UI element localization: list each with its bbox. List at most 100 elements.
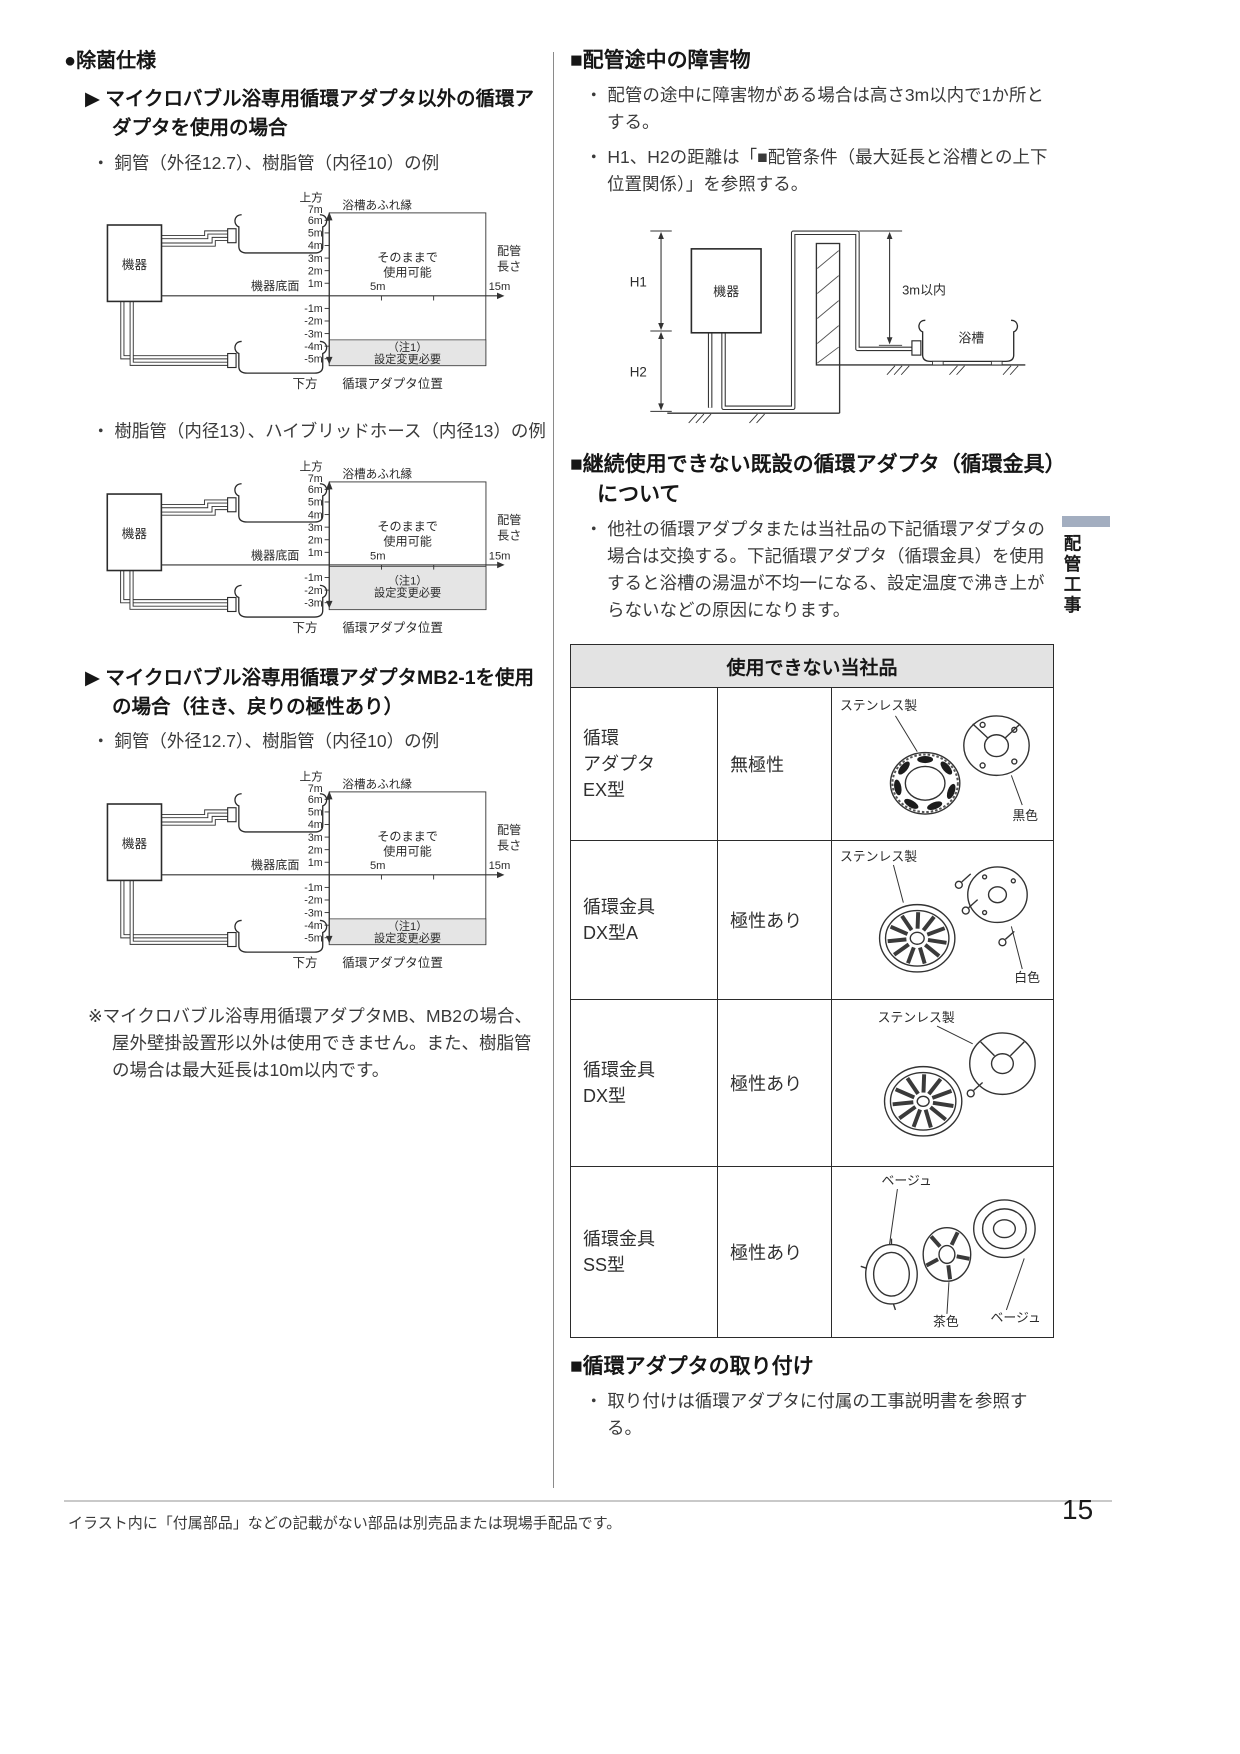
tick-label: -3m xyxy=(304,597,323,609)
lower-pipe-a xyxy=(120,880,231,939)
right-arrow xyxy=(497,561,505,568)
material-label: ステンレス製 xyxy=(839,698,916,713)
tick-label: 6m xyxy=(308,794,323,806)
tick-label: 4m xyxy=(308,819,323,831)
restriction-note: ※マイクロバブル浴専用循環アダプタMB、MB2の場合、屋外壁掛設置形以外は使用で… xyxy=(88,1005,533,1081)
h1-dimension: H1 xyxy=(630,230,672,332)
tick-label: 6m xyxy=(308,484,323,496)
h1-label: H1 xyxy=(630,275,647,290)
lower-pipe-a xyxy=(120,301,231,360)
lower-pipe-b-inner xyxy=(130,301,231,366)
note-line2: 設定変更必要 xyxy=(374,585,441,599)
setting-change-zone xyxy=(328,339,487,367)
ss-grille xyxy=(925,1231,970,1280)
part-name: 循環金具 DX型 xyxy=(569,999,719,1168)
upper-pipe-b-inner xyxy=(161,816,231,825)
device-label: 機器 xyxy=(122,258,148,272)
upper-fitting xyxy=(227,806,237,823)
h2-label: H2 xyxy=(630,365,647,380)
adapter-position-label: 循環アダプタ位置 xyxy=(342,621,443,635)
mounting-section-title: ■循環アダプタの取り付け xyxy=(570,1355,814,1379)
overflow-edge-label: 浴槽あふれ縁 xyxy=(342,467,412,481)
obstacle-wall xyxy=(815,243,841,366)
setting-change-zone xyxy=(328,565,487,610)
column-divider xyxy=(553,52,554,1488)
usable-line2: 使用可能 xyxy=(383,264,431,279)
lower-pipe-a-inner xyxy=(121,301,231,359)
length-axis-label1: 配管 xyxy=(497,512,521,527)
right-column: ■配管途中の障害物 ・ 配管の途中に障害物がある場合は高さ3m以内で1か所とする… xyxy=(569,44,1056,1451)
upper-pipe-b-inner xyxy=(161,506,231,515)
tick-label: -4m xyxy=(304,341,323,353)
tick-label: -5m xyxy=(304,354,323,366)
lower-pipe-a xyxy=(120,570,231,603)
tick-label: 4m xyxy=(308,240,323,252)
material-label: ステンレス製 xyxy=(839,849,916,864)
overflow-edge-label: 浴槽あふれ縁 xyxy=(342,777,412,791)
pipe-example-bullet-1: ・ 銅管（外径12.7）、樹脂管（内径10）の例 xyxy=(92,152,440,173)
dxa-adapter-illustration: ステンレス製 白色 xyxy=(839,849,1039,985)
obstacle-diagram-svg: 機器 浴槽 H1 xyxy=(630,230,1026,424)
tick-label: -2m xyxy=(304,585,323,597)
downward-label: 下方 xyxy=(292,620,317,635)
tick-label: -3m xyxy=(304,328,323,340)
tick-label: -2m xyxy=(304,895,323,907)
brown-label: 茶色 xyxy=(933,1314,959,1329)
length-axis-label2: 長さ xyxy=(497,260,521,274)
upward-label: 上方 xyxy=(299,459,322,473)
piping-chart-svg: 機器（注1）設定変更必要6m5m4m3m2m1m-1m-2m-3m-4m-5m上… xyxy=(106,191,521,391)
dxa-parts xyxy=(878,866,1028,974)
tick-label: -2m xyxy=(304,316,323,328)
ss-adapter-illustration: ベージュ 茶色 ベージュ xyxy=(860,1174,1040,1329)
lower-fitting xyxy=(227,353,237,369)
up-arrow xyxy=(325,480,333,490)
part-polarity: 極性あり xyxy=(717,840,832,1001)
ss-parts xyxy=(860,1199,1036,1311)
footer-note: イラスト内に「付属部品」などの記載がない部品は別売品または現場手配品です。 xyxy=(68,1515,622,1532)
tick-label: -1m xyxy=(304,303,323,315)
obstacle-section-title: ■配管途中の障害物 xyxy=(570,49,751,72)
tick-label: 4m xyxy=(308,509,323,521)
subsection-title-1: ▶ マイクロバブル浴専用循環アダプタ以外の循環アダプタを使用の場合 xyxy=(85,88,535,140)
beige-label-right: ベージュ xyxy=(990,1310,1040,1325)
up-arrow xyxy=(325,212,333,221)
tick-label: 5m xyxy=(308,228,323,240)
page-number: 15 xyxy=(1062,1494,1094,1525)
grille-slot xyxy=(887,937,907,944)
part-polarity: 極性あり xyxy=(717,999,832,1168)
tick-label: 1m xyxy=(308,547,323,559)
grille-slot xyxy=(891,1100,914,1107)
upper-pipe-a-inner xyxy=(161,231,231,239)
upper-pipe-a-inner xyxy=(161,810,231,818)
tick-label: 2m xyxy=(308,534,323,546)
length-axis-label1: 配管 xyxy=(497,822,521,837)
downward-label: 下方 xyxy=(292,376,317,391)
grille-slot xyxy=(955,1254,970,1262)
dx-grille xyxy=(891,1074,954,1129)
overflow-edge-label: 浴槽あふれ縁 xyxy=(342,198,412,212)
note-line2: 設定変更必要 xyxy=(374,931,441,945)
unusable-parts-table: 使用できない当社品 循環 アダプタ EX型 無極性 xyxy=(569,644,1055,1339)
note-line1: （注1） xyxy=(388,573,428,587)
grille-slot xyxy=(894,1087,915,1100)
table-row: 循環金具 SS型 極性あり xyxy=(569,1166,1055,1339)
tick-label: 5m xyxy=(308,496,323,508)
right-arrow xyxy=(496,871,505,878)
lower-pipe-b xyxy=(129,880,231,945)
piping-run xyxy=(707,230,913,411)
lower-pipe-a-inner xyxy=(121,570,231,603)
grille-slot xyxy=(926,926,945,937)
right-arrow xyxy=(496,292,505,300)
h2-dimension: H2 xyxy=(630,332,672,413)
tick-label: -1m xyxy=(304,572,323,584)
table-header: 使用できない当社品 xyxy=(570,644,1054,689)
circulation-fitting xyxy=(911,340,922,356)
device-unit: 機器 xyxy=(690,248,762,334)
length-axis-label2: 長さ xyxy=(497,838,521,852)
bathtub: 浴槽 xyxy=(911,319,1019,366)
mid-length-label: 5m xyxy=(370,281,386,293)
dxa-grille xyxy=(887,912,947,965)
